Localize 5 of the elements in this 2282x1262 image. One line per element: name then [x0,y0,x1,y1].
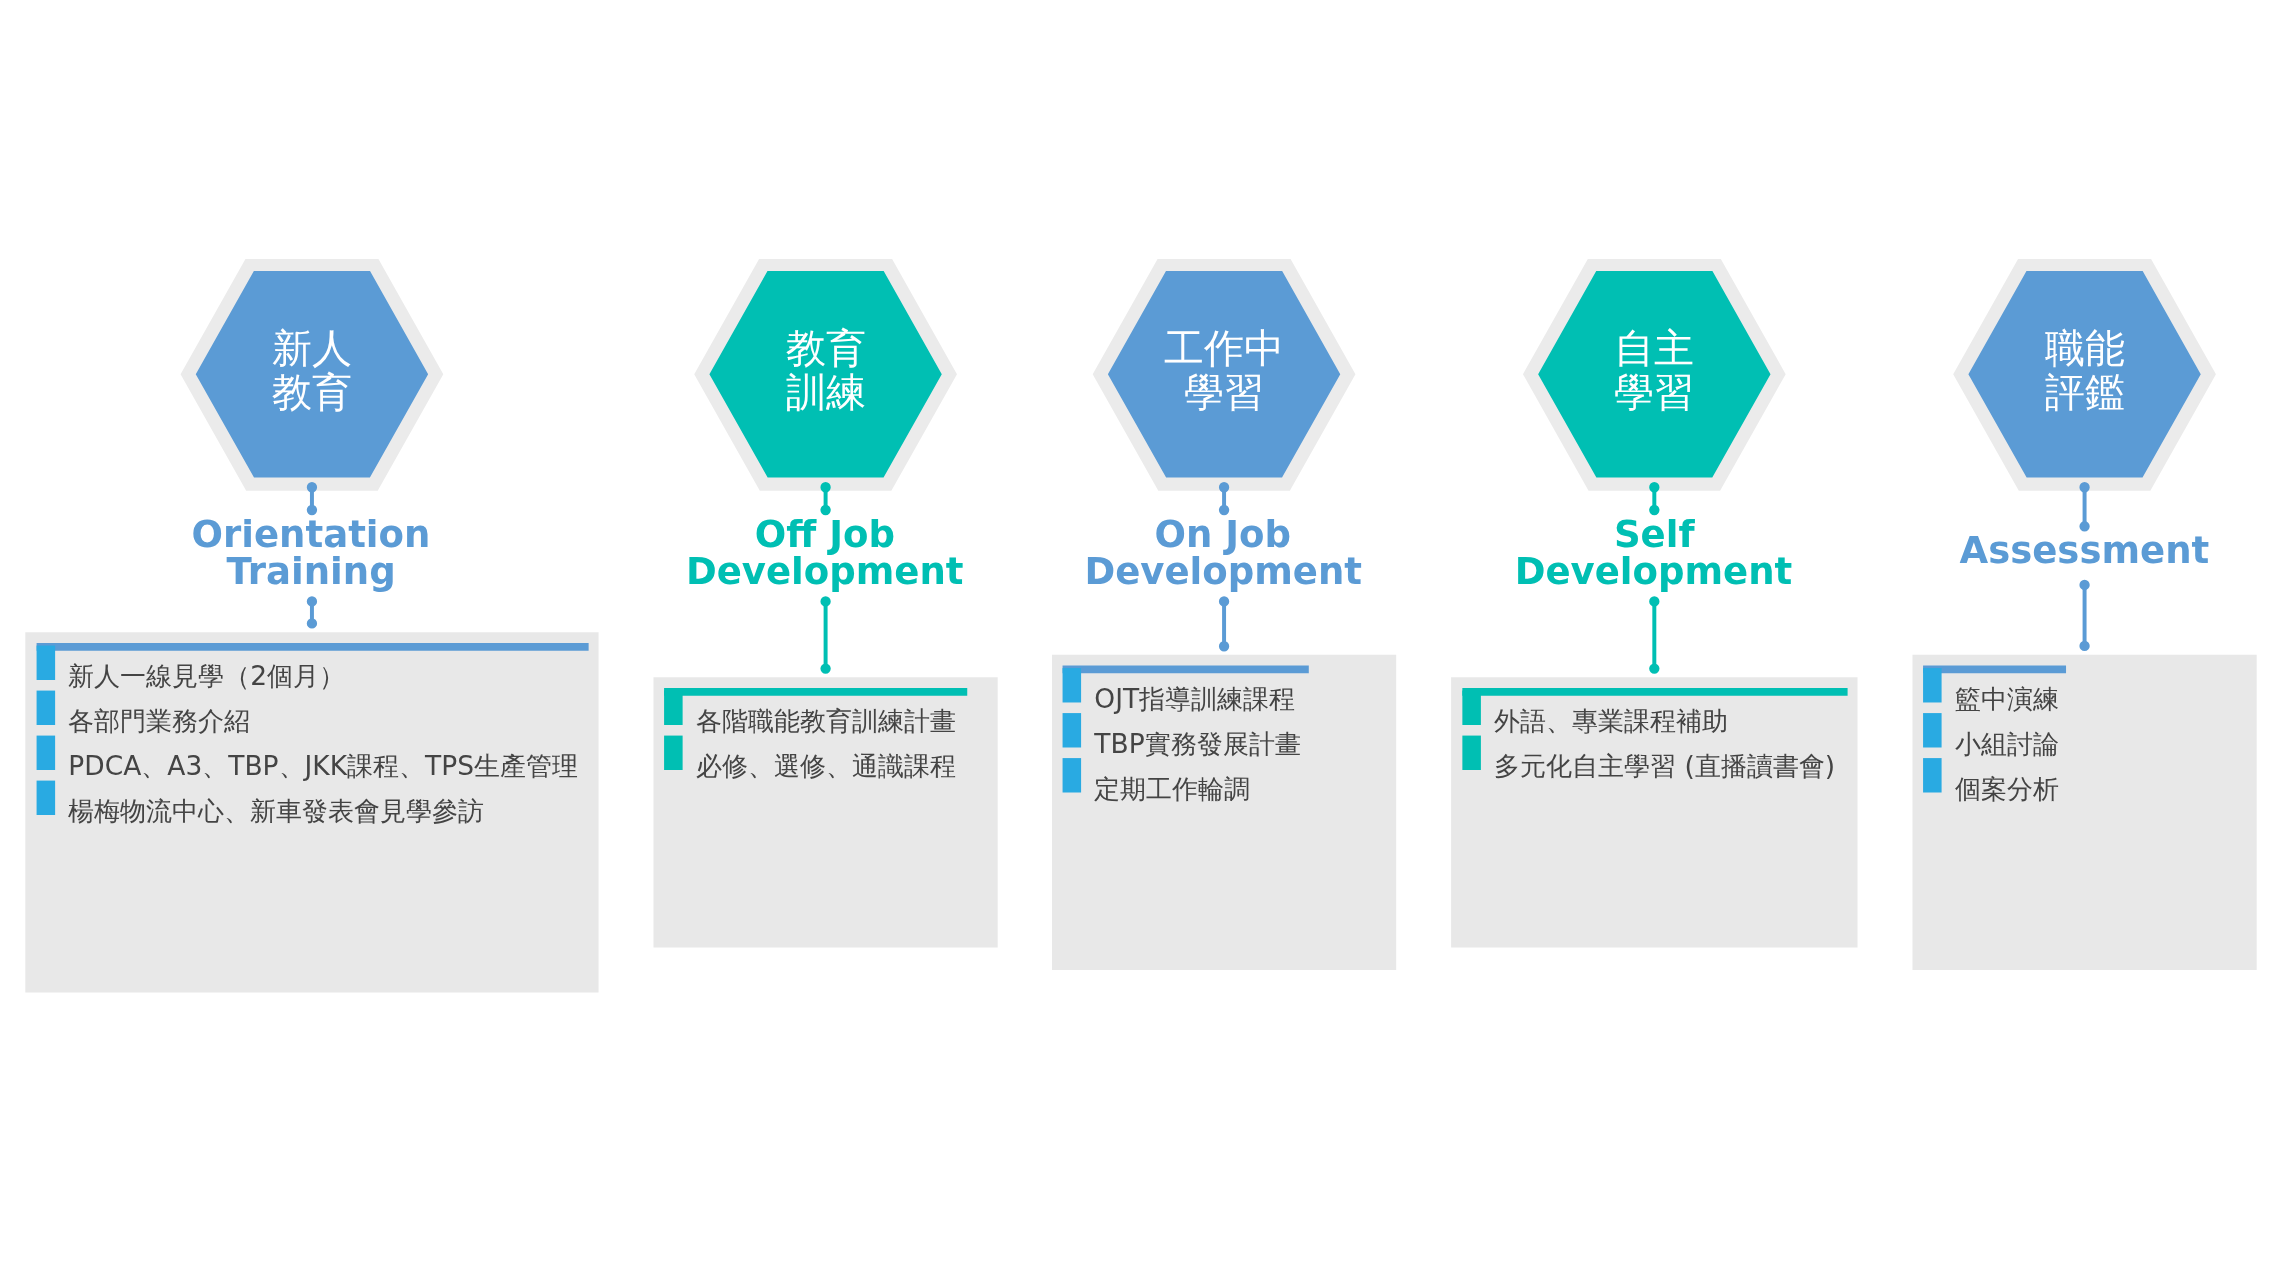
node-text: Assessment [1959,529,2210,573]
node-text: Orientation Training [191,512,431,593]
node-text: On Job Development [1084,512,1363,593]
node-text: Off Job Development [685,512,964,593]
node-text: Self Development [1514,512,1793,593]
